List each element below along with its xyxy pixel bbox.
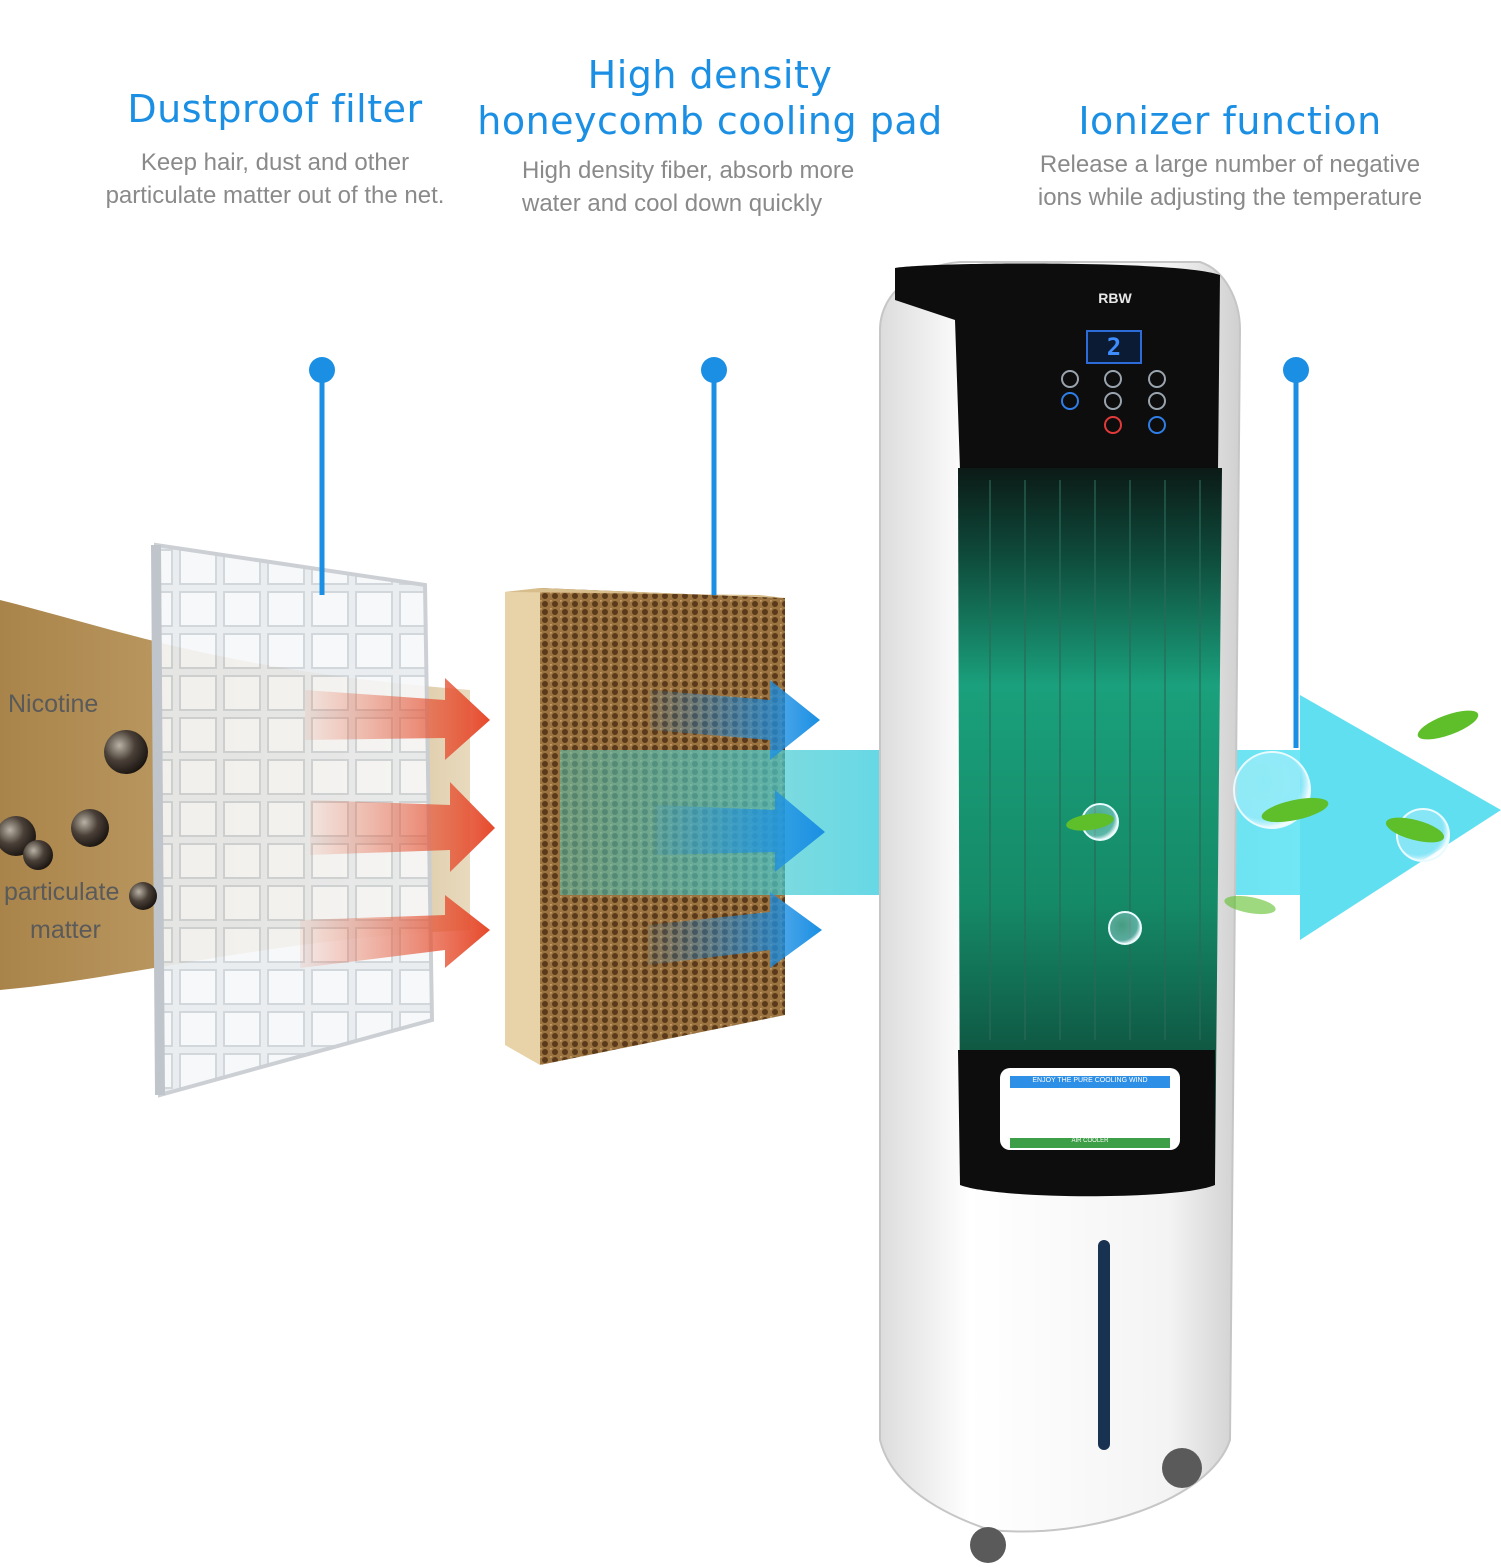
output-air-arrow xyxy=(1300,695,1501,940)
temperature-display: 2 xyxy=(1086,330,1142,364)
info-sticker xyxy=(1000,1068,1180,1150)
particulate-label: matter xyxy=(30,916,101,944)
feature-title: High density honeycomb cooling pad xyxy=(460,52,960,144)
feature-description: Release a large number of negative ions … xyxy=(990,148,1470,214)
feature-description: High density fiber, absorb more water an… xyxy=(460,154,960,220)
sticker-footer: AIR COOLER xyxy=(1071,1138,1109,1144)
cool-air-arrows xyxy=(648,680,825,968)
power-button[interactable] xyxy=(1061,370,1079,388)
description-line: High density fiber, absorb more xyxy=(522,157,855,184)
caster-wheel xyxy=(1162,1448,1202,1488)
particle-dots xyxy=(0,730,157,910)
speed-button[interactable] xyxy=(1061,392,1079,410)
feature-dustproof: Dustproof filter Keep hair, dust and oth… xyxy=(40,86,510,212)
mode-button[interactable] xyxy=(1104,370,1122,388)
description-line: water and cool down quickly xyxy=(522,190,823,217)
swing-button[interactable] xyxy=(1104,392,1122,410)
description-line: particulate matter out of the net. xyxy=(105,182,445,209)
title-line: honeycomb cooling pad xyxy=(477,99,943,143)
feature-title: Ionizer function xyxy=(1078,99,1382,143)
air-cooler-unit xyxy=(879,261,1242,1563)
feature-cooling-pad: High density honeycomb cooling pad High … xyxy=(460,52,960,220)
nicotine-label: Nicotine xyxy=(8,690,99,718)
ion-button[interactable] xyxy=(1104,416,1122,434)
cool-button[interactable] xyxy=(1148,416,1166,434)
title-line: High density xyxy=(587,53,833,97)
particulate-label: particulate xyxy=(4,878,120,906)
description-line: ions while adjusting the temperature xyxy=(1037,184,1423,211)
description-line: Release a large number of negative xyxy=(1039,151,1421,178)
sticker-title: ENJOY THE PURE COOLING WIND xyxy=(1032,1077,1148,1084)
feature-title: Dustproof filter xyxy=(127,87,423,131)
caster-wheel xyxy=(970,1527,1006,1563)
leaf-icons xyxy=(1066,710,1479,915)
callout-pins xyxy=(309,357,1309,748)
feature-description: Keep hair, dust and other particulate ma… xyxy=(40,146,510,212)
description-line: Keep hair, dust and other xyxy=(140,149,410,176)
sleep-button[interactable] xyxy=(1148,392,1166,410)
brand-logo: RBW xyxy=(1098,290,1132,306)
timer-button[interactable] xyxy=(1148,370,1166,388)
water-level-window xyxy=(1098,1240,1110,1450)
warm-air-arrows xyxy=(300,678,495,968)
feature-ionizer: Ionizer function Release a large number … xyxy=(990,98,1470,214)
